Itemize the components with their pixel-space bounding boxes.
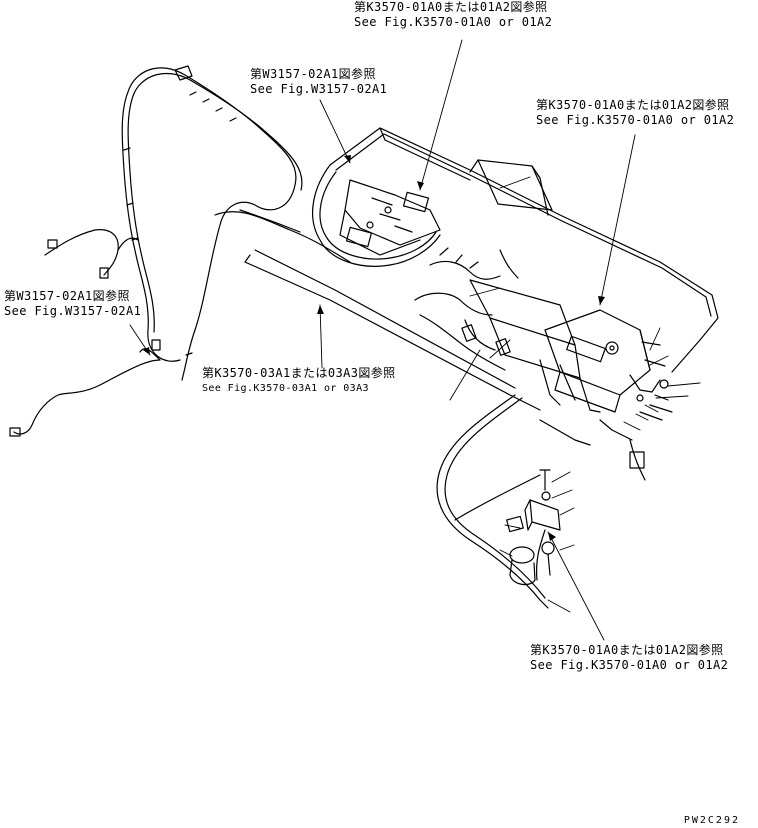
callout-upper-right-jp: 第K3570-01A0または01A2図参照 bbox=[536, 98, 730, 112]
callout-upper-middle-en: See Fig.W3157-02A1 bbox=[250, 82, 388, 96]
callout-upper-right: 第K3570-01A0または01A2図参照 See Fig.K3570-01A0… bbox=[536, 98, 734, 128]
callout-center-jp: 第K3570-03A1または03A3図参照 bbox=[202, 366, 396, 380]
relay-group bbox=[339, 179, 441, 256]
callout-upper-middle-jp: 第W3157-02A1図参照 bbox=[250, 67, 376, 81]
callout-upper-middle: 第W3157-02A1図参照 See Fig.W3157-02A1 bbox=[250, 67, 387, 97]
callout-left-en: See Fig.W3157-02A1 bbox=[4, 304, 142, 318]
controller-assembly bbox=[414, 247, 673, 481]
callout-center-en: See Fig.K3570-03A1 or 03A3 bbox=[202, 383, 369, 394]
callout-upper-right-en: See Fig.K3570-01A0 or 01A2 bbox=[536, 113, 735, 127]
lower-cable-loop bbox=[436, 394, 549, 609]
leader-lines bbox=[129, 39, 701, 641]
callout-center: 第K3570-03A1または03A3図参照 See Fig.K3570-03A1… bbox=[202, 366, 396, 396]
left-harness bbox=[9, 65, 351, 437]
callout-top-jp: 第K3570-01A0または01A2図参照 bbox=[354, 0, 548, 14]
callout-left: 第W3157-02A1図参照 See Fig.W3157-02A1 bbox=[4, 289, 141, 319]
callout-bottom-right-en: See Fig.K3570-01A0 or 01A2 bbox=[530, 658, 729, 672]
figure-code: PW2C292 bbox=[683, 815, 740, 826]
upper-frame bbox=[239, 127, 719, 411]
callout-top: 第K3570-01A0または01A2図参照 See Fig.K3570-01A0… bbox=[354, 0, 552, 30]
callout-left-jp: 第W3157-02A1図参照 bbox=[4, 289, 130, 303]
callout-bottom-right-jp: 第K3570-01A0または01A2図参照 bbox=[530, 643, 724, 657]
callout-top-en: See Fig.K3570-01A0 or 01A2 bbox=[354, 15, 553, 29]
callout-bottom-right: 第K3570-01A0または01A2図参照 See Fig.K3570-01A0… bbox=[530, 643, 728, 673]
arrow-heads bbox=[143, 155, 605, 541]
